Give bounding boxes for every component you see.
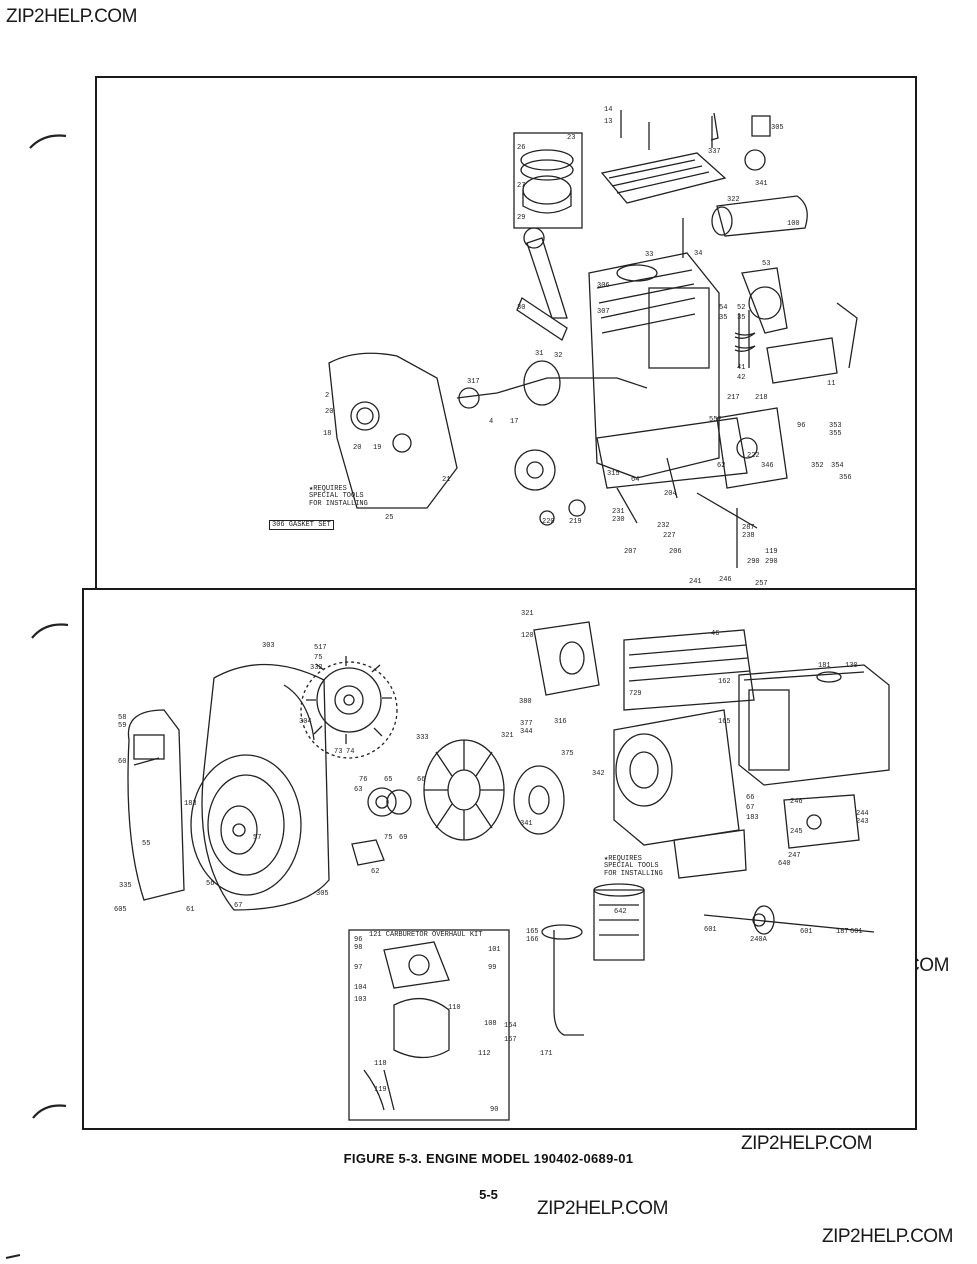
figure-caption: FIGURE 5-3. ENGINE MODEL 190402-0689-01 (343, 1151, 634, 1166)
upper-note-line2: SPECIAL TOOLS (309, 492, 364, 500)
lower-note-line1: ★REQUIRES (604, 855, 642, 863)
page-number: 5-5 (479, 1187, 498, 1202)
upper-exploded-view: 14 13 337 305 23 26 27 29 341 322 100 34… (95, 76, 917, 592)
watermark-below-frame: ZIP2HELP.COM (741, 1133, 872, 1154)
upper-note-line1: ★REQUIRES (309, 485, 347, 493)
lower-drawing (127, 621, 890, 1121)
lower-note-line2: SPECIAL TOOLS (604, 862, 659, 870)
lower-exploded-view: 303 517 75 332 304 58 59 60 73 74 76 65 … (82, 588, 917, 1130)
watermark-bottom-right: ZIP2HELP.COM (822, 1226, 953, 1247)
watermark-page-bottom: ZIP2HELP.COM (537, 1198, 668, 1219)
upper-drawing (328, 110, 858, 568)
upper-note-line3: FOR INSTALLING (309, 500, 368, 508)
lower-note-line3: FOR INSTALLING (604, 870, 663, 878)
watermark-top-left: ZIP2HELP.COM (6, 6, 137, 27)
carburetor-kit-label: 121 CARBURETOR OVERHAUL KIT (369, 931, 483, 939)
gasket-set-label: 306 GASKET SET (269, 520, 334, 530)
